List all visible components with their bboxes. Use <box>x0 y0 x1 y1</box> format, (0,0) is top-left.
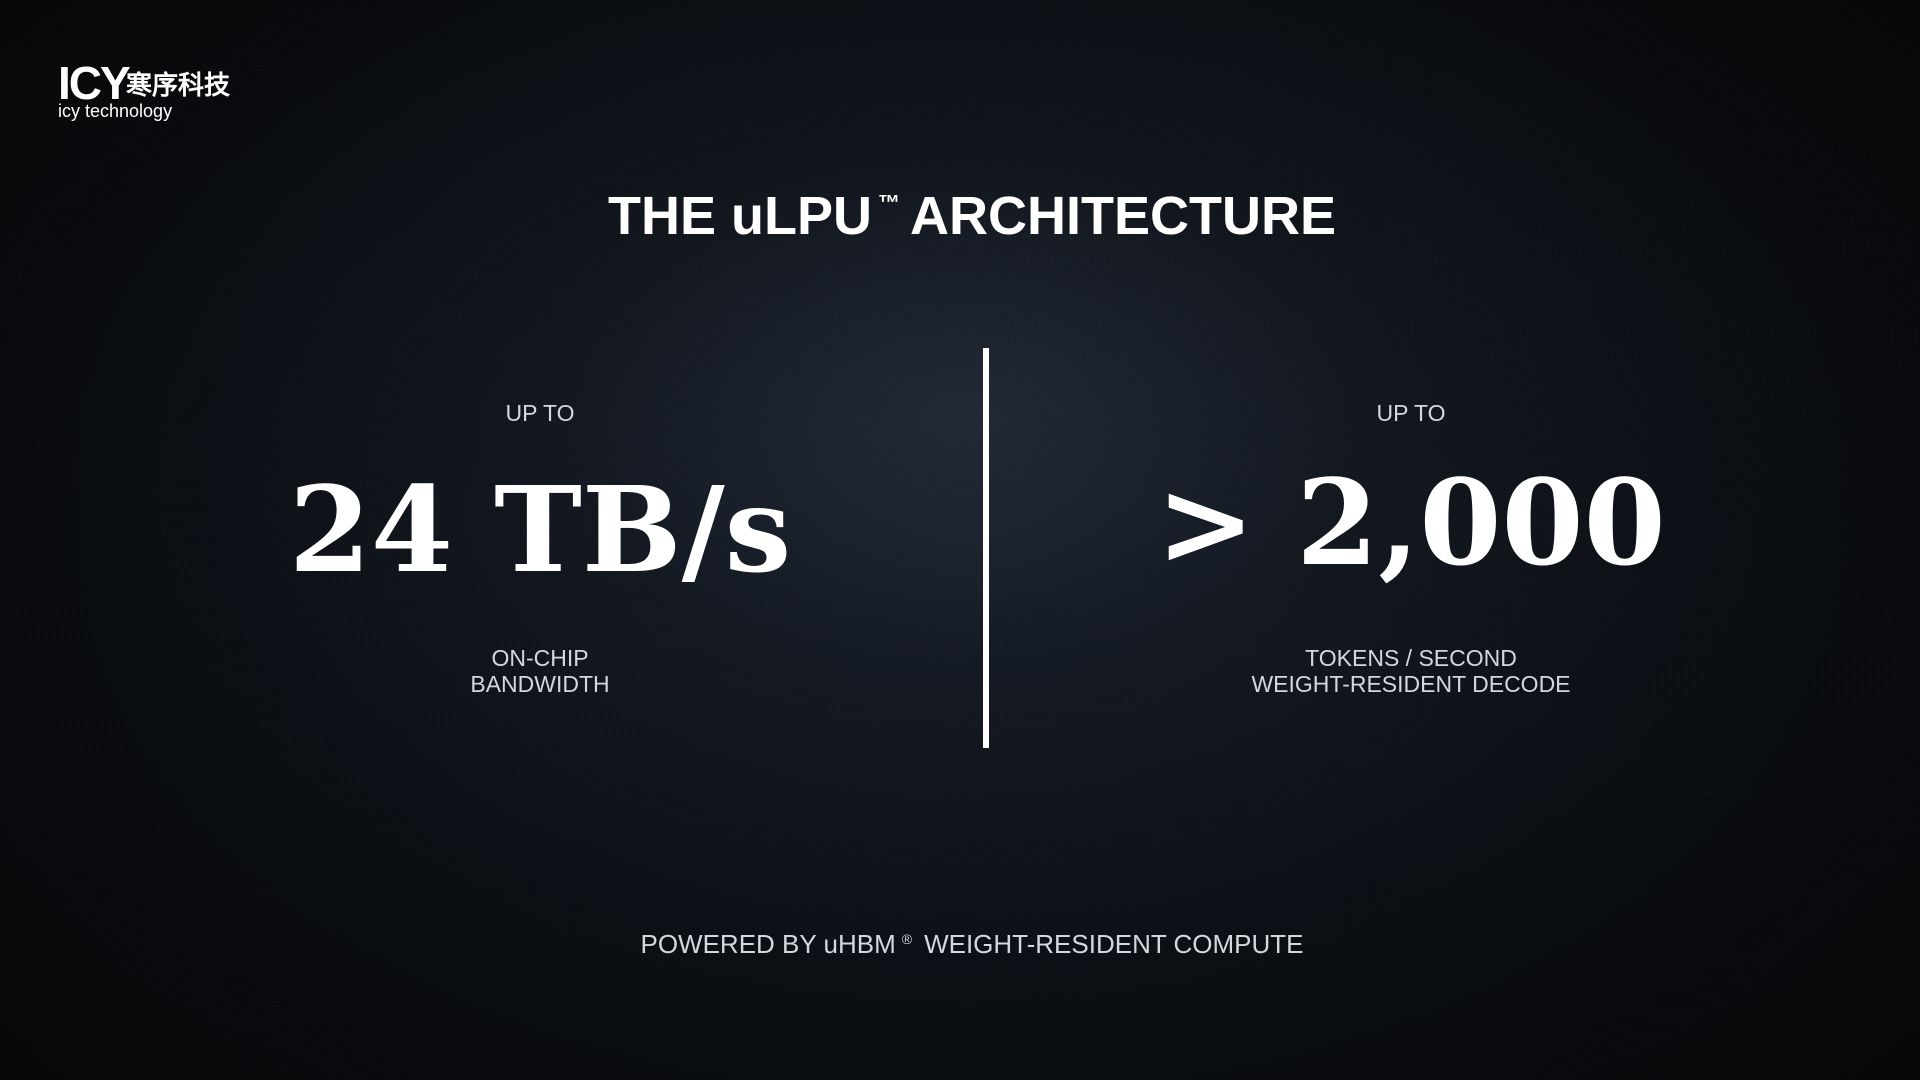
registered-symbol: ® <box>901 931 913 947</box>
company-logo: ICY 寒序科技 icy technology <box>58 60 258 122</box>
title-text-suffix: ARCHITECTURE <box>910 186 1336 246</box>
stat-caption: ON-CHIP BANDWIDTH <box>160 645 920 697</box>
stat-caption: TOKENS / SECOND WEIGHT-RESIDENT DECODE <box>1031 645 1791 697</box>
logo-chinese-name: 寒序科技 <box>126 71 231 101</box>
stat-prefix: UP TO <box>505 400 575 426</box>
logo-mark: ICY <box>58 57 131 109</box>
stat-caption-line: WEIGHT-RESIDENT DECODE <box>1251 671 1571 697</box>
stat-caption-line: BANDWIDTH <box>470 671 610 697</box>
stat-caption-line: TOKENS / SECOND <box>1305 645 1517 671</box>
footer-text-suffix: WEIGHT-RESIDENT COMPUTE <box>924 929 1304 959</box>
trademark-symbol: ™ <box>878 190 900 215</box>
stat-prefix: UP TO <box>1376 400 1446 426</box>
footer-tagline: POWERED BY uHBM ® WEIGHT-RESIDENT COMPUTE <box>0 924 1920 959</box>
vertical-divider <box>983 348 989 748</box>
title-text: THE uLPU <box>608 186 872 246</box>
stat-caption-line: ON-CHIP <box>491 645 589 671</box>
logo-english-name: icy technology <box>58 101 173 121</box>
footer-text: POWERED BY uHBM <box>640 929 896 959</box>
stat-value: 24 TB/s <box>288 460 792 599</box>
stat-value: > 2,000 <box>1156 453 1666 592</box>
